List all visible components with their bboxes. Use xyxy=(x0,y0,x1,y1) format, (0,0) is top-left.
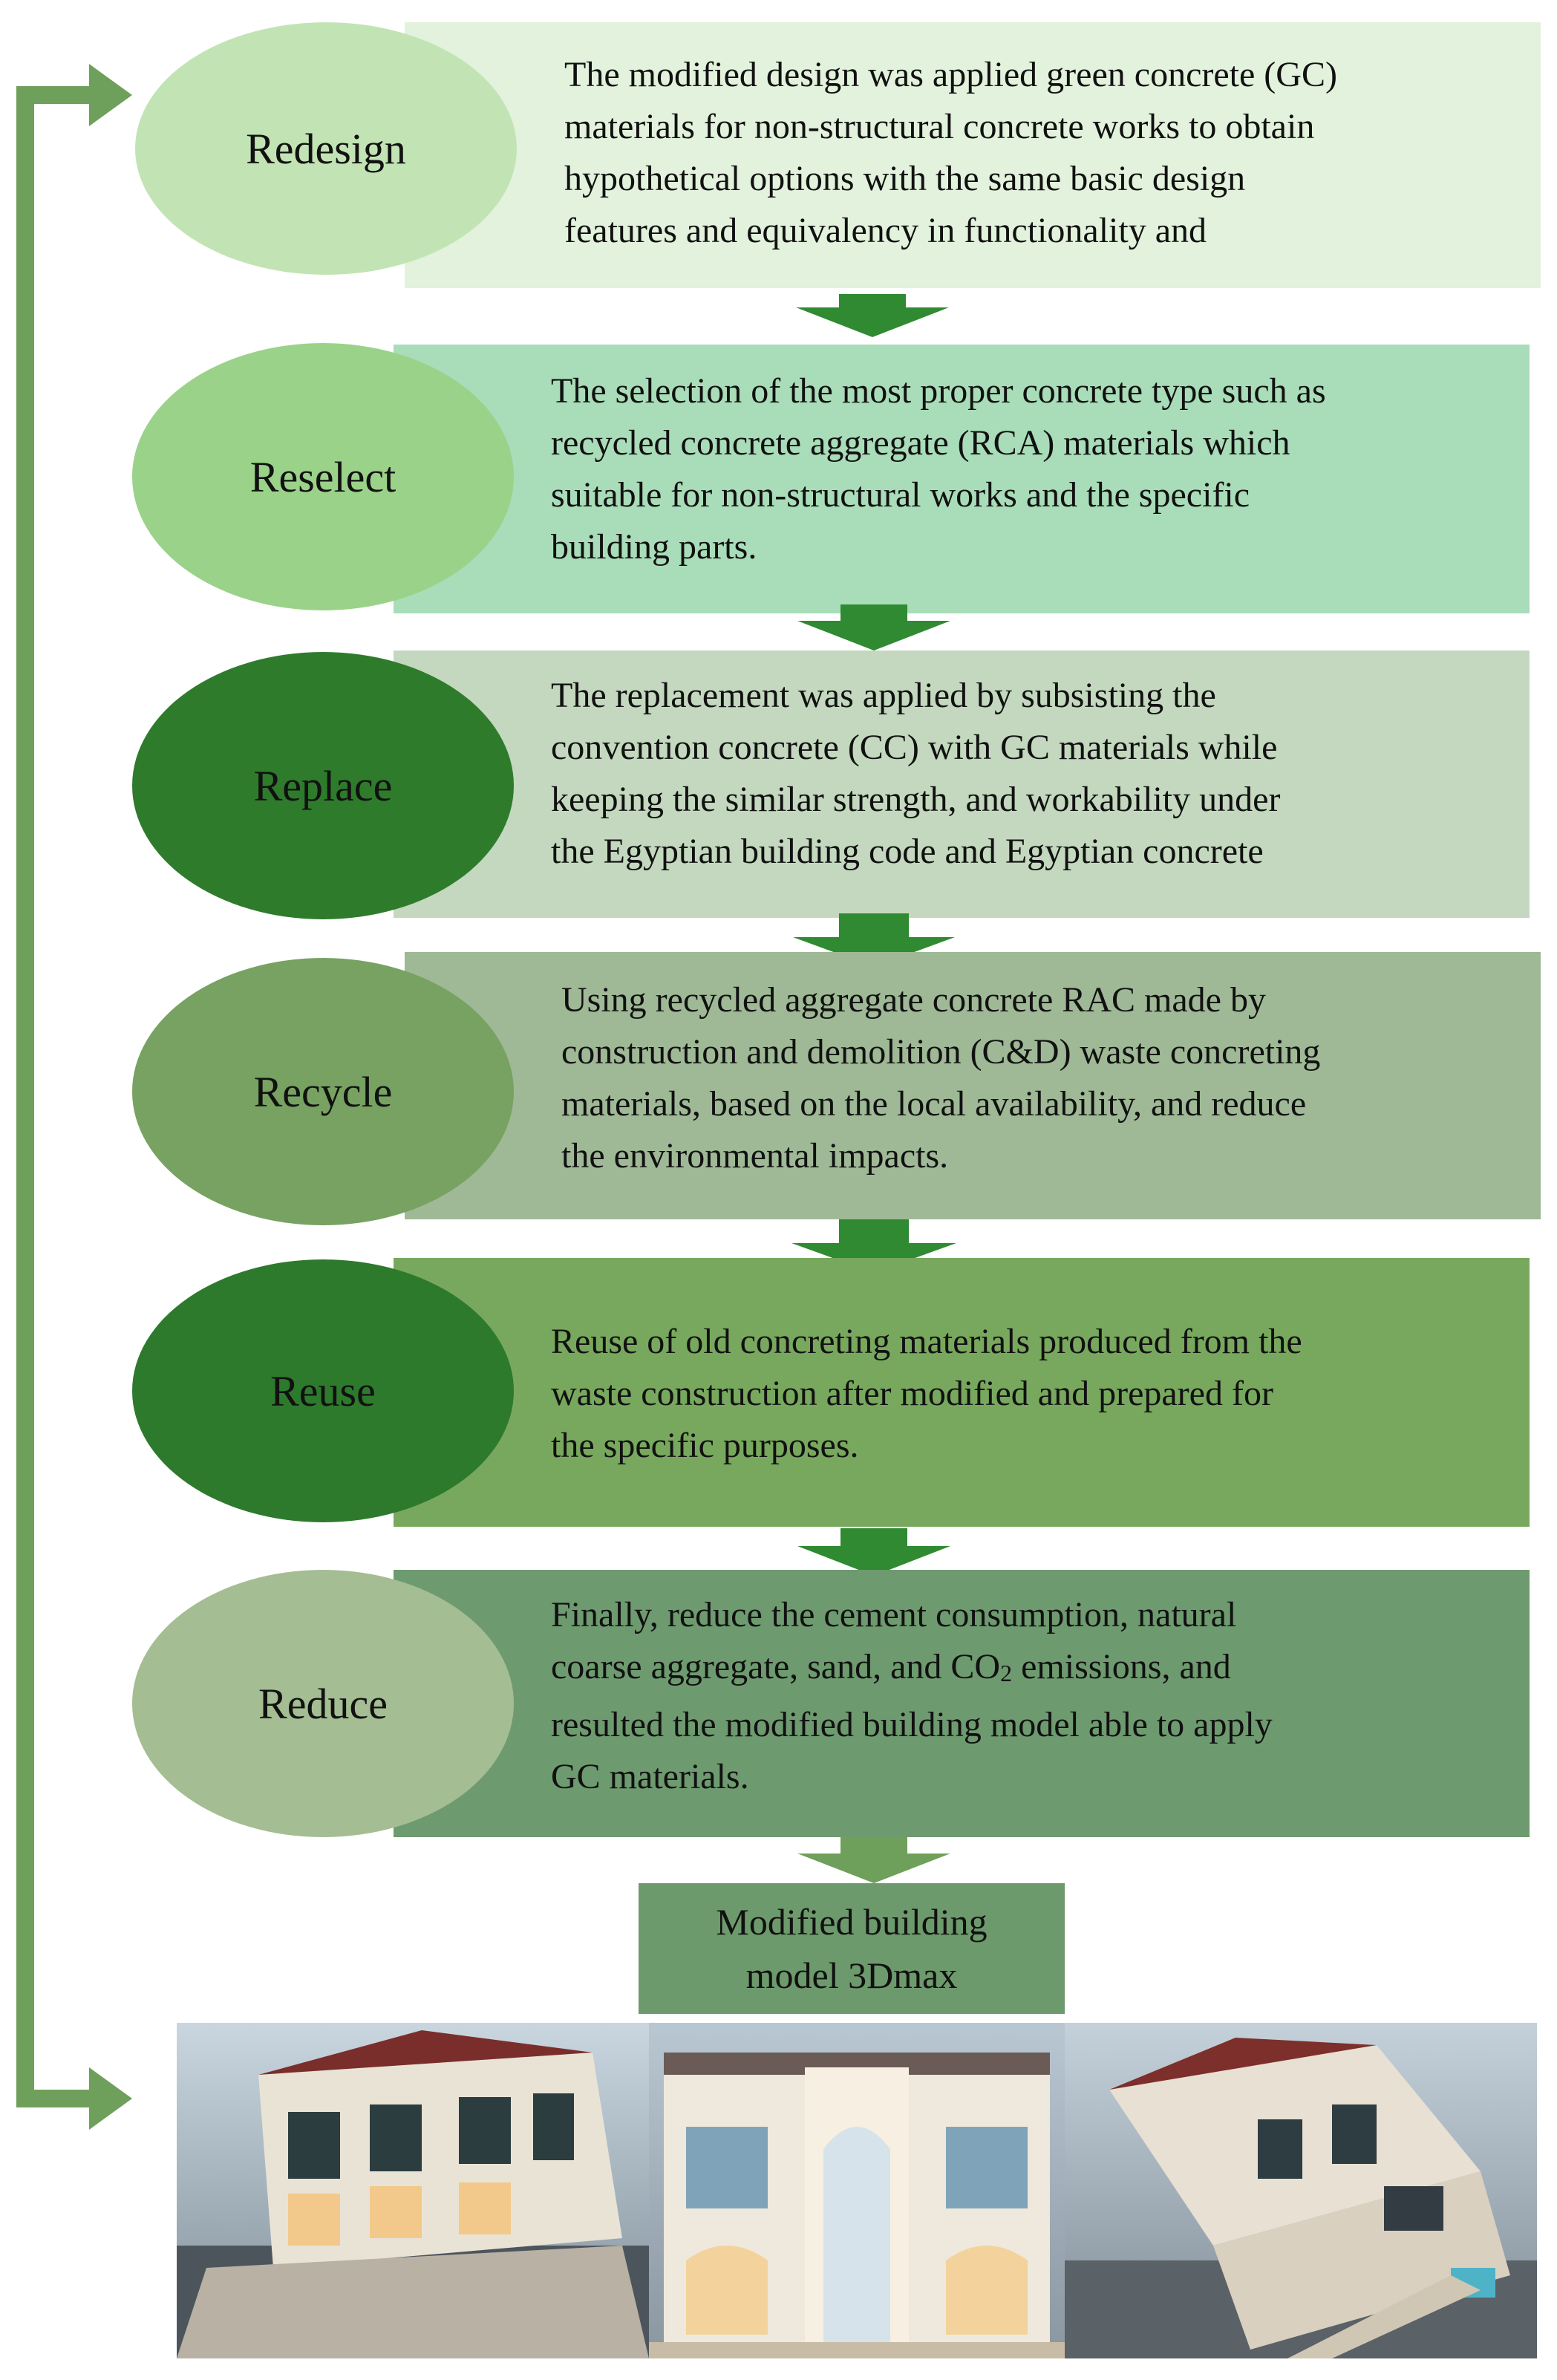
reduce-description: Finally, reduce the cement consumption, … xyxy=(551,1589,1524,1812)
down-arrow-2 xyxy=(797,604,950,651)
down-arrow-6 xyxy=(797,1837,950,1883)
redesign-description: The modified design was applied green co… xyxy=(564,55,1337,250)
redesign-description-box xyxy=(405,22,1541,288)
redesign-label: Redesign xyxy=(246,124,406,173)
reselect-description-box xyxy=(394,345,1530,613)
reuse-ellipse: Reuse xyxy=(132,1259,514,1522)
recycle-description-box xyxy=(405,952,1541,1219)
reduce-label: Reduce xyxy=(258,1679,388,1728)
reduce-line-4: GC materials. xyxy=(551,1757,749,1796)
subscript-2: 2 xyxy=(1000,1660,1013,1686)
building-render-right-image xyxy=(1065,2023,1537,2358)
modified-building-model-label: Modified building model 3Dmax xyxy=(716,1901,988,1996)
building-render-left xyxy=(177,2023,649,2358)
reuse-description-box xyxy=(394,1258,1530,1527)
reselect-description: The selection of the most proper concret… xyxy=(551,371,1326,567)
redesign-ellipse: Redesign xyxy=(135,22,517,275)
replace-label: Replace xyxy=(253,761,393,810)
reselect-ellipse: Reselect xyxy=(132,343,514,610)
down-arrow-1 xyxy=(796,294,949,337)
reuse-label: Reuse xyxy=(270,1366,376,1415)
building-render-left-image xyxy=(177,2023,649,2358)
reduce-line-3: resulted the modified building model abl… xyxy=(551,1705,1273,1744)
modified-building-model-box: Modified building model 3Dmax xyxy=(639,1883,1065,2014)
building-render-center xyxy=(649,2023,1065,2358)
reduce-description-box xyxy=(394,1570,1530,1837)
reduce-line-2: coarse aggregate, sand, and CO2 emission… xyxy=(551,1647,1231,1686)
down-arrow-5 xyxy=(797,1528,950,1576)
building-render-right xyxy=(1065,2023,1537,2358)
replace-description-box xyxy=(394,651,1530,918)
recycle-label: Recycle xyxy=(253,1067,393,1116)
recycle-ellipse: Recycle xyxy=(132,958,514,1225)
reselect-label: Reselect xyxy=(249,452,396,501)
reuse-description: Reuse of old concreting materials produc… xyxy=(551,1322,1302,1465)
building-render-center-image xyxy=(649,2023,1065,2358)
feedback-loop-arrow xyxy=(16,64,132,2130)
reduce-line-1: Finally, reduce the cement consumption, … xyxy=(551,1595,1237,1634)
replace-description: The replacement was applied by subsistin… xyxy=(551,676,1281,871)
recycle-description: Using recycled aggregate concrete RAC ma… xyxy=(561,980,1321,1176)
reduce-ellipse: Reduce xyxy=(132,1570,514,1837)
replace-ellipse: Replace xyxy=(132,652,514,919)
